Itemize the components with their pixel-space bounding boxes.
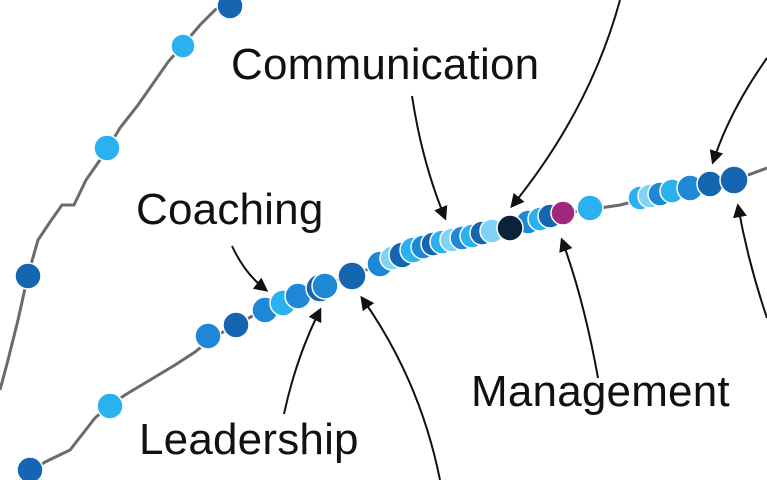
left-path-dots bbox=[14, 0, 244, 480]
main-path-dots bbox=[194, 165, 749, 350]
dot bbox=[696, 170, 724, 198]
top-center-arrow bbox=[510, 0, 621, 209]
dot bbox=[222, 311, 250, 339]
dot bbox=[14, 262, 42, 290]
dot bbox=[496, 214, 524, 242]
dot bbox=[576, 194, 604, 222]
leadership-label: Leadership bbox=[139, 415, 359, 464]
dot bbox=[337, 261, 367, 291]
leadership-arrow bbox=[283, 307, 322, 415]
annotation-arrows bbox=[231, 0, 767, 480]
communication-arrow bbox=[411, 95, 448, 221]
dot bbox=[719, 165, 749, 195]
coaching-arrow bbox=[231, 245, 269, 292]
communication-label: Communication bbox=[231, 40, 540, 89]
management-label: Management bbox=[471, 367, 730, 416]
dot bbox=[194, 322, 222, 350]
coaching-label: Coaching bbox=[136, 185, 324, 234]
top-right-arrow bbox=[709, 57, 767, 165]
dot bbox=[550, 200, 576, 226]
management-arrow bbox=[559, 237, 599, 379]
dot bbox=[96, 392, 124, 420]
dot bbox=[311, 272, 339, 300]
dot bbox=[216, 0, 244, 20]
dot bbox=[170, 33, 196, 59]
dot bbox=[16, 456, 44, 480]
lower-gray-path bbox=[19, 336, 213, 480]
bottom-center-arrow bbox=[360, 295, 441, 480]
right-side-arrow bbox=[733, 203, 767, 319]
dot bbox=[93, 134, 121, 162]
